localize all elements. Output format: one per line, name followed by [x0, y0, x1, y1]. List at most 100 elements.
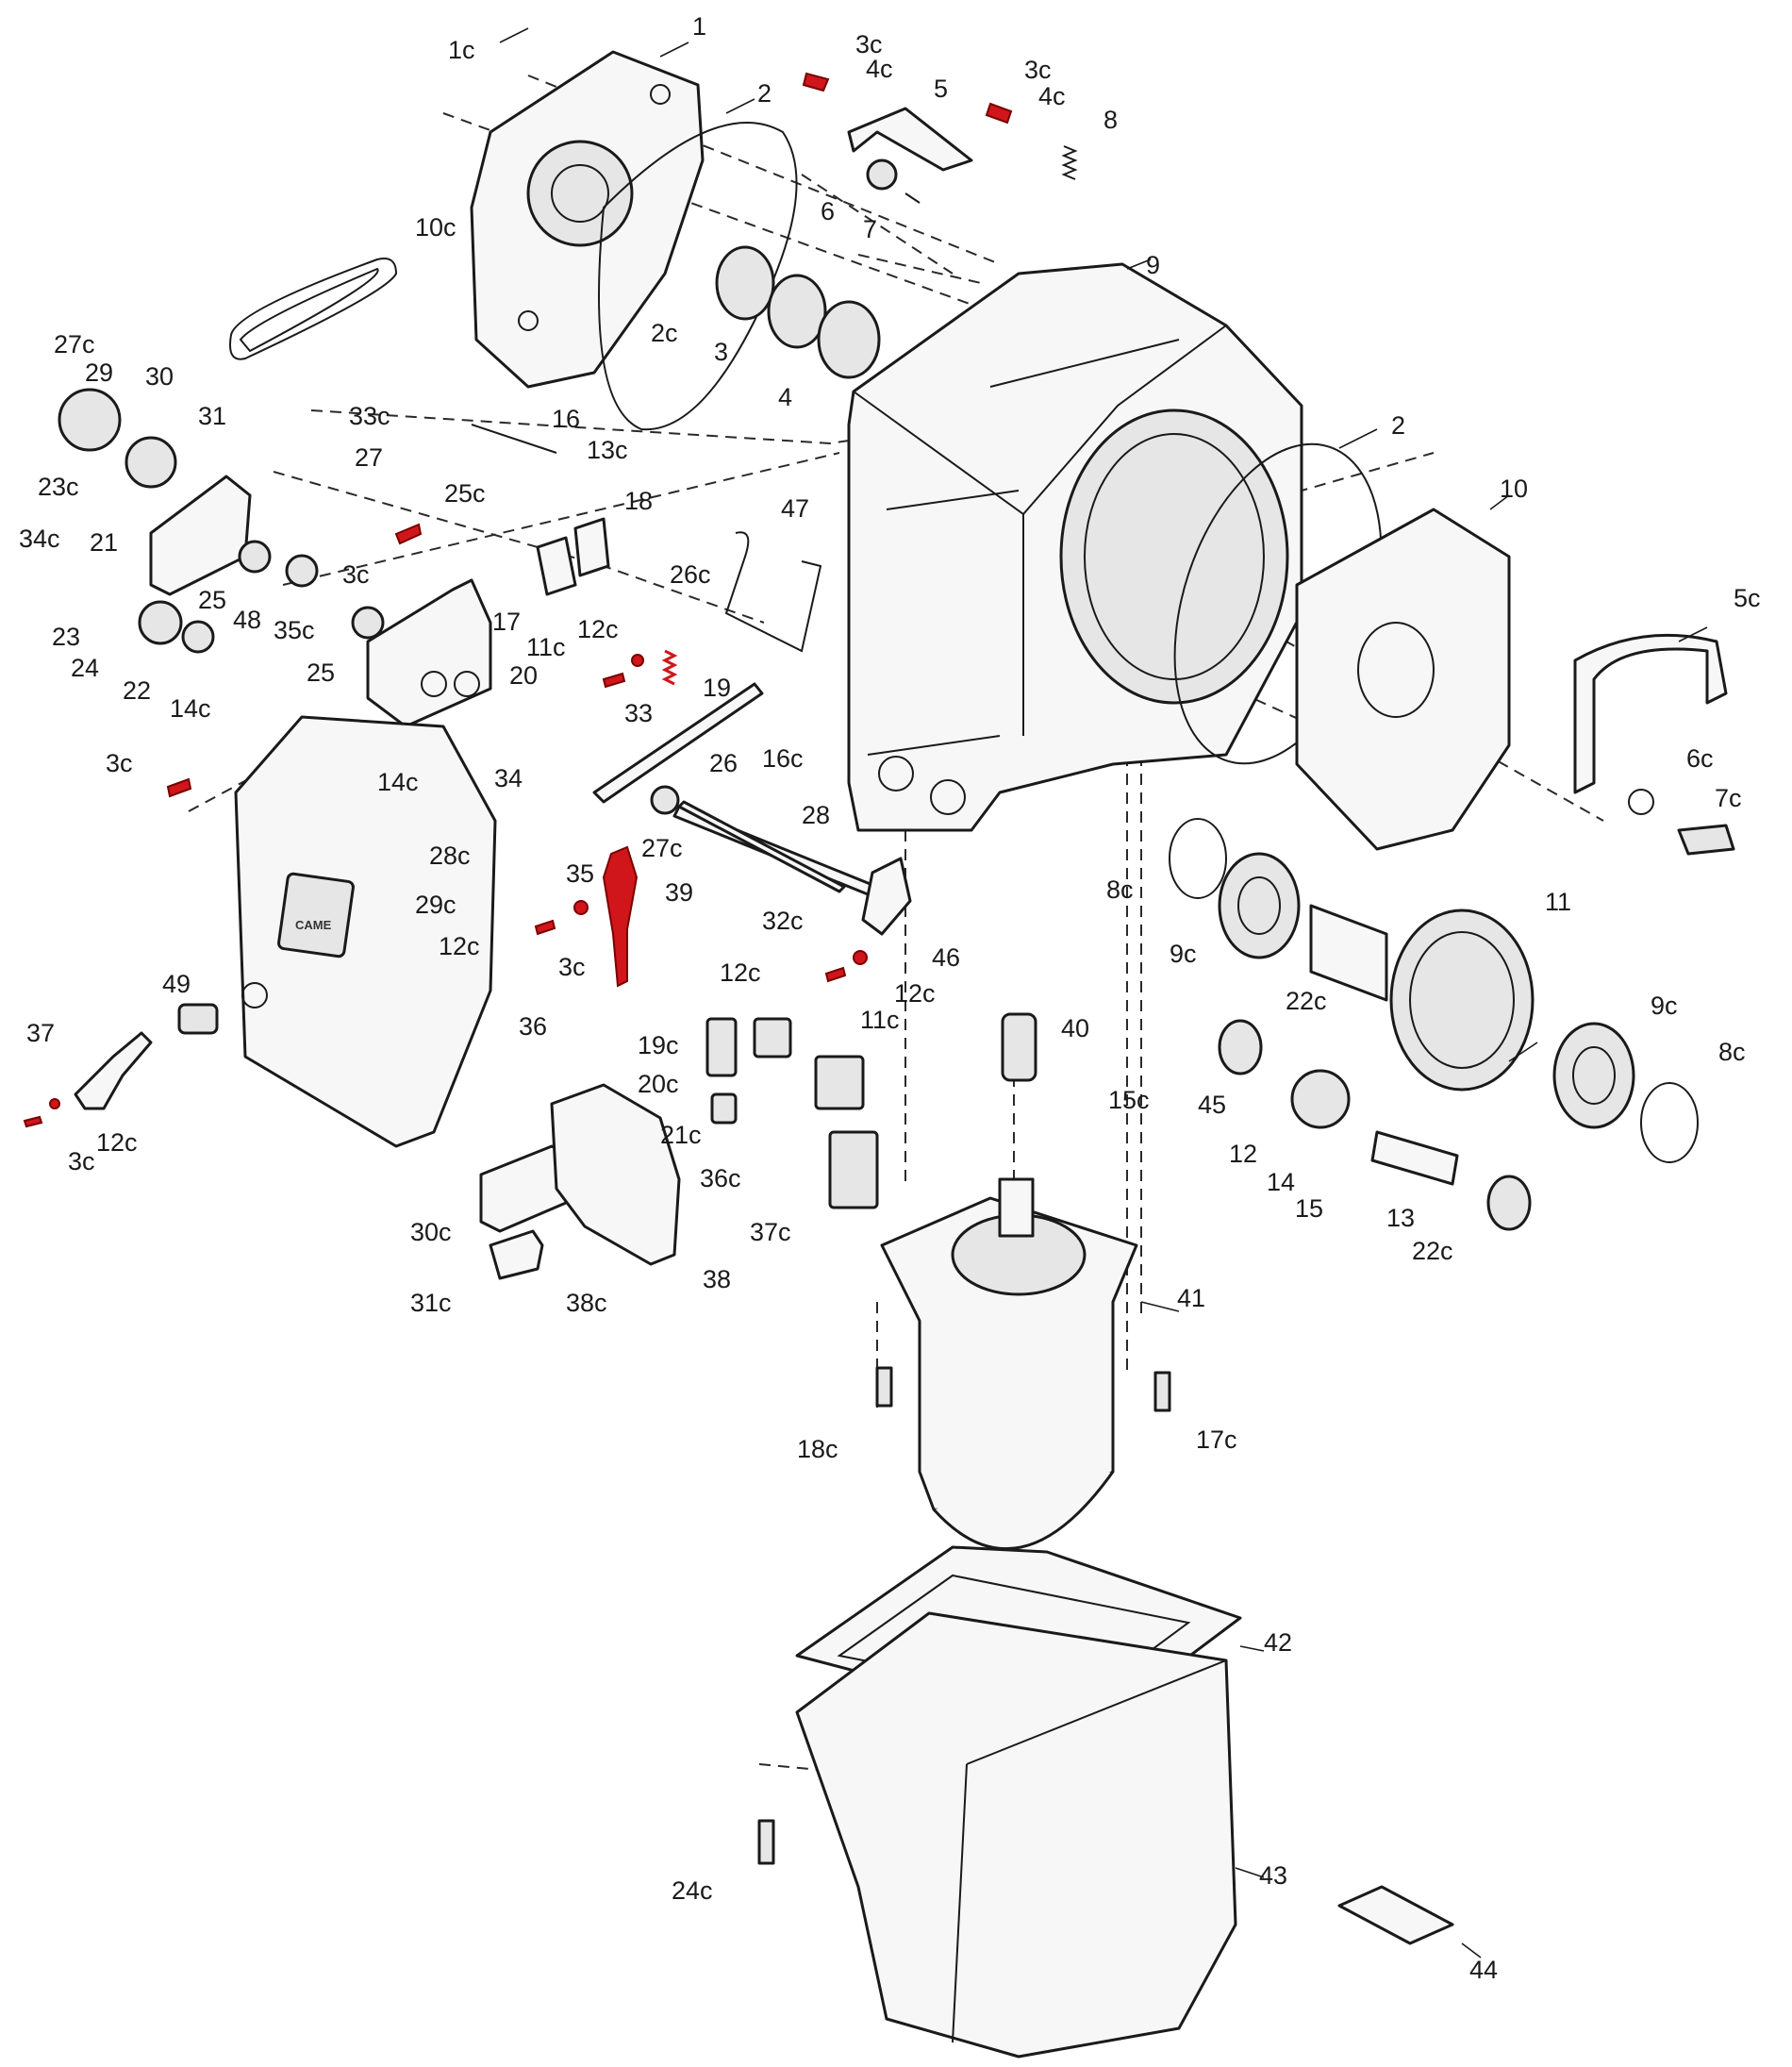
label-30: 30: [145, 362, 174, 391]
label-28: 28: [802, 801, 830, 829]
label-14c-b: 14c: [377, 768, 419, 796]
label-plate-part-44: [1337, 1885, 1454, 1945]
label-5c: 5c: [1734, 584, 1761, 612]
label-7: 7: [863, 215, 877, 243]
label-22c-a: 22c: [1286, 987, 1327, 1015]
label-31c: 31c: [410, 1289, 452, 1317]
label-17: 17: [492, 608, 521, 636]
label-3c-a: 3c: [855, 30, 883, 58]
label-4: 4: [778, 383, 792, 411]
label-3c-e: 3c: [558, 953, 586, 981]
gearbox-housing-part-9: [847, 262, 1303, 832]
label-35: 35: [566, 859, 594, 888]
label-23: 23: [52, 623, 80, 651]
label-20c: 20c: [638, 1070, 679, 1098]
label-12c-d: 12c: [894, 979, 936, 1008]
label-37: 37: [26, 1019, 55, 1047]
label-19: 19: [703, 674, 731, 702]
label-14: 14: [1267, 1168, 1295, 1196]
bearings-2c-3-4: [715, 245, 881, 379]
label-27: 27: [355, 443, 383, 472]
label-3c-f: 3c: [68, 1147, 95, 1175]
label-47: 47: [781, 494, 809, 523]
motor-part-41: [880, 1177, 1138, 1625]
label-35c: 35c: [274, 616, 315, 644]
base-housing-part-43: [795, 1611, 1237, 2059]
output-shaft-gear-part-11: [1309, 904, 1535, 1092]
part-number-labels: 1c 1 2 3c 4c 5 3c 4c 8 6 7 9 10c 2c 3 4 …: [19, 12, 1761, 1984]
terminal-block-30c-31c: [479, 1144, 572, 1280]
label-26c: 26c: [670, 560, 711, 589]
label-10c: 10c: [415, 213, 456, 242]
control-box-part-36: CAME: [234, 715, 497, 1148]
label-25c: 25c: [444, 479, 486, 508]
front-cover-part-1: [470, 50, 705, 389]
label-27c-b: 27c: [641, 834, 683, 862]
label-45: 45: [1198, 1091, 1226, 1119]
limit-switch-part-20: [366, 578, 492, 728]
leader-lines: [499, 27, 1708, 1959]
label-36: 36: [519, 1012, 547, 1041]
label-26: 26: [709, 749, 738, 777]
label-11c-b: 11c: [860, 1006, 900, 1034]
label-20: 20: [509, 661, 538, 690]
label-44: 44: [1469, 1956, 1498, 1984]
label-9: 9: [1146, 251, 1160, 279]
label-48: 48: [233, 606, 261, 634]
label-36c: 36c: [700, 1164, 741, 1192]
bracket-part-46: [861, 857, 912, 936]
label-21: 21: [90, 528, 118, 557]
release-handle-part-37: [74, 1031, 153, 1110]
label-16: 16: [552, 405, 580, 433]
label-18: 18: [624, 487, 653, 515]
o-rings-8c: [1169, 818, 1699, 1163]
label-17c: 17c: [1196, 1425, 1237, 1454]
label-41: 41: [1177, 1284, 1205, 1312]
label-33c: 33c: [349, 402, 390, 430]
label-9c-b: 9c: [1651, 992, 1678, 1020]
label-3: 3: [714, 338, 728, 366]
label-22c-b: 22c: [1412, 1237, 1453, 1265]
label-3c-d: 3c: [106, 749, 133, 777]
label-5: 5: [934, 75, 948, 103]
cap-part-49: [177, 1003, 219, 1035]
label-2c: 2c: [651, 319, 678, 347]
threaded-rod-part-28: [650, 785, 846, 893]
label-32c: 32c: [762, 907, 804, 935]
label-16c: 16c: [762, 744, 804, 773]
label-29: 29: [85, 358, 113, 387]
label-38: 38: [703, 1265, 731, 1293]
label-10: 10: [1500, 475, 1528, 503]
label-11c-a: 11c: [526, 633, 566, 661]
gear-stack-23-24-25: [138, 540, 385, 654]
label-6c: 6c: [1686, 744, 1714, 773]
label-8c-a: 8c: [1106, 875, 1134, 904]
label-19c: 19c: [638, 1031, 679, 1059]
label-40: 40: [1061, 1014, 1089, 1042]
screws-17c-18c-24c: [757, 1366, 1171, 1865]
belt-part-10c: [229, 258, 398, 360]
label-13: 13: [1386, 1204, 1415, 1232]
label-37c: 37c: [750, 1218, 791, 1246]
label-25a: 25: [198, 586, 226, 614]
label-9c-a: 9c: [1170, 940, 1197, 968]
label-14c-a: 14c: [170, 694, 211, 723]
label-8c-b: 8c: [1718, 1038, 1746, 1066]
label-33: 33: [624, 699, 653, 727]
label-22: 22: [123, 676, 151, 705]
label-12c-a: 12c: [577, 615, 619, 643]
label-49: 49: [162, 970, 191, 998]
label-46: 46: [932, 943, 960, 972]
label-12c-b: 12c: [439, 932, 480, 960]
label-2a: 2: [757, 79, 772, 108]
label-31: 31: [198, 402, 226, 430]
label-24c: 24c: [672, 1876, 713, 1905]
label-7c: 7c: [1715, 784, 1742, 812]
label-1c: 1c: [448, 36, 475, 64]
label-4c-a: 4c: [866, 55, 893, 83]
label-24: 24: [71, 654, 99, 682]
label-21c: 21c: [660, 1121, 702, 1149]
label-4c-b: 4c: [1038, 82, 1066, 110]
coupling-part-40: [1001, 1012, 1037, 1082]
